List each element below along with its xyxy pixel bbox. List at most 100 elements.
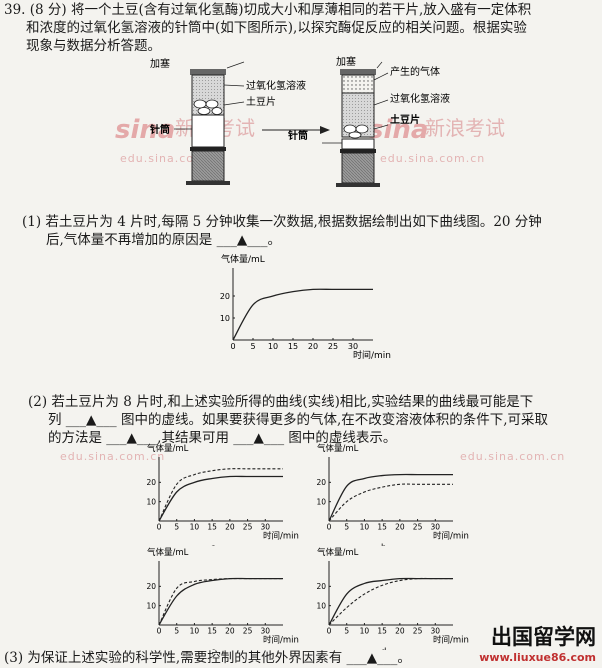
x-tick-label: 5 xyxy=(174,523,179,532)
y-tick-label: 20 xyxy=(316,582,326,591)
label-cover-left: 加塞 xyxy=(150,57,170,70)
x-tick-label: 10 xyxy=(268,342,278,351)
y-tick-label: 20 xyxy=(316,478,326,487)
x-tick-label: 5 xyxy=(174,627,179,636)
y-tick-label: 20 xyxy=(146,478,156,487)
x-tick-label: 10 xyxy=(190,627,200,636)
label-potato-right: 土豆片 xyxy=(390,113,420,126)
x-tick-label: 25 xyxy=(413,523,423,532)
x-tick-label: 30 xyxy=(431,523,441,532)
dashed-curve xyxy=(328,483,453,522)
x-tick-label: 30 xyxy=(261,523,271,532)
y-axis-label: 气体量/mL xyxy=(317,443,359,454)
sina-watermark-url: edu.sina.com.cn xyxy=(60,450,166,463)
x-axis-label: 时间/min xyxy=(353,349,391,360)
panel-label: a xyxy=(211,544,216,547)
solid-curve xyxy=(158,475,283,522)
site-url: www.liuxue86.com xyxy=(479,651,596,664)
chart-c: 气体量/mL 时间/min 0 5 10 15 20 25 30 10 20 c xyxy=(146,547,299,651)
left-syringe xyxy=(186,69,230,185)
x-axis-label: 时间/min xyxy=(263,635,299,646)
y-tick-label: 20 xyxy=(146,582,156,591)
x-tick-label: 15 xyxy=(207,627,217,636)
label-cover-right: 加塞 xyxy=(336,55,356,68)
right-syringe xyxy=(336,69,380,187)
label-potato-left: 土豆片 xyxy=(246,95,276,108)
solid-curve xyxy=(158,577,283,626)
question-line-1: 39. (8 分) 将一个土豆(含有过氧化氢酶)切成大小和厚薄相同的若干片,放入… xyxy=(4,2,532,18)
label-gas-right: 产生的气体 xyxy=(390,65,440,78)
x-tick-label: 5 xyxy=(344,523,349,532)
part3-line-1: (3) 为保证上述实验的科学性,需要控制的其他外界因素有 ___▲___。 xyxy=(4,650,411,666)
panel-label: d xyxy=(381,648,386,651)
panel-label: b xyxy=(381,544,386,547)
sina-watermark: sina xyxy=(115,115,176,145)
sina-watermark: sina xyxy=(368,115,429,145)
x-axis-label: 时间/min xyxy=(433,635,469,646)
y-axis-label: 气体量/mL xyxy=(317,547,359,558)
dashed-curve xyxy=(158,577,283,626)
x-tick-label: 15 xyxy=(377,523,387,532)
x-tick-label: 20 xyxy=(308,342,318,351)
part2-line-2: 列 ___▲___ 图中的虚线。如果要获得更多的气体,在不改变溶液体积的条件下,… xyxy=(48,412,549,428)
y-tick-label: 10 xyxy=(316,497,326,506)
x-tick-label: 10 xyxy=(190,523,200,532)
y-axis-label: 气体量/mL xyxy=(147,547,189,558)
panel-label: c xyxy=(211,648,216,651)
x-tick-label: 25 xyxy=(413,627,423,636)
label-solution-right: 过氧化氢溶液 xyxy=(390,92,450,105)
x-tick-label: 5 xyxy=(344,627,349,636)
y-tick-label: 10 xyxy=(316,601,326,610)
solid-curve xyxy=(232,288,373,341)
x-tick-label: 0 xyxy=(157,523,162,532)
x-tick-label: 15 xyxy=(207,523,217,532)
x-tick-label: 0 xyxy=(327,523,332,532)
x-tick-label: 20 xyxy=(395,523,405,532)
x-tick-label: 0 xyxy=(230,342,235,351)
sina-watermark-zh: 新浪考试 xyxy=(425,116,505,140)
x-tick-label: 10 xyxy=(360,627,370,636)
question-line-2: 和浓度的过氧化氢溶液的针筒中(如下图所示),以探究酶促反应的相关问题。根据实验 xyxy=(26,20,527,36)
y-axis-label: 气体量/mL xyxy=(221,253,265,265)
syringe-diagram: 加塞 过氧化氢溶液 土豆片 针筒 加塞 产生的气体 过氧化氢溶液 土豆片 针筒 xyxy=(150,55,450,187)
x-tick-label: 30 xyxy=(431,627,441,636)
label-barrel-left: 针筒 xyxy=(150,123,170,136)
x-tick-label: 25 xyxy=(328,342,338,351)
site-logo: 出国留学网 www.liuxue86.com xyxy=(479,621,596,664)
y-tick-label: 10 xyxy=(146,497,156,506)
x-tick-label: 25 xyxy=(243,627,253,636)
x-tick-label: 30 xyxy=(261,627,271,636)
x-tick-label: 15 xyxy=(288,342,298,351)
x-tick-label: 20 xyxy=(225,627,235,636)
question-line-3: 现象与数据分析答题。 xyxy=(26,38,161,54)
x-tick-label: 10 xyxy=(360,523,370,532)
y-tick-label: 10 xyxy=(220,314,230,323)
sina-watermark-url: edu.sina.com.cn xyxy=(460,450,566,463)
part1-line-2: 后,气体量不再增加的原因是 ___▲___。 xyxy=(46,232,281,248)
part2-line-1: (2) 若土豆片为 8 片时,和上述实验所得的曲线(实线)相比,实验结果的曲线最… xyxy=(28,394,534,410)
label-solution-left: 过氧化氢溶液 xyxy=(246,79,306,92)
x-axis-label: 时间/min xyxy=(433,531,469,542)
solid-curve xyxy=(328,473,453,522)
x-tick-label: 5 xyxy=(250,342,255,351)
site-name: 出国留学网 xyxy=(491,625,596,649)
x-tick-label: 0 xyxy=(327,627,332,636)
chart-b: 气体量/mL 时间/min 0 5 10 15 20 25 30 10 20 b xyxy=(316,443,469,547)
part2-line-3: 的方法是 ___▲___,其结果可用 ___▲___ 图中的虚线表示。 xyxy=(48,430,397,446)
y-axis-label: 气体量/mL xyxy=(147,443,189,454)
chart-d: 气体量/mL 时间/min 0 5 10 15 20 25 30 10 20 d xyxy=(316,547,469,651)
y-tick-label: 10 xyxy=(146,601,156,610)
y-tick-label: 20 xyxy=(220,292,230,301)
x-tick-label: 0 xyxy=(157,627,162,636)
part1-line-1: (1) 若土豆片为 4 片时,每隔 5 分钟收集一次数据,根据数据绘制出如下曲线… xyxy=(22,214,542,230)
x-tick-label: 20 xyxy=(225,523,235,532)
dashed-curve xyxy=(158,468,283,522)
dashed-curve xyxy=(328,577,453,626)
solid-curve xyxy=(328,577,453,626)
x-tick-label: 15 xyxy=(377,627,387,636)
x-tick-label: 25 xyxy=(243,523,253,532)
x-tick-label: 20 xyxy=(395,627,405,636)
label-barrel-right: 针筒 xyxy=(288,129,308,142)
